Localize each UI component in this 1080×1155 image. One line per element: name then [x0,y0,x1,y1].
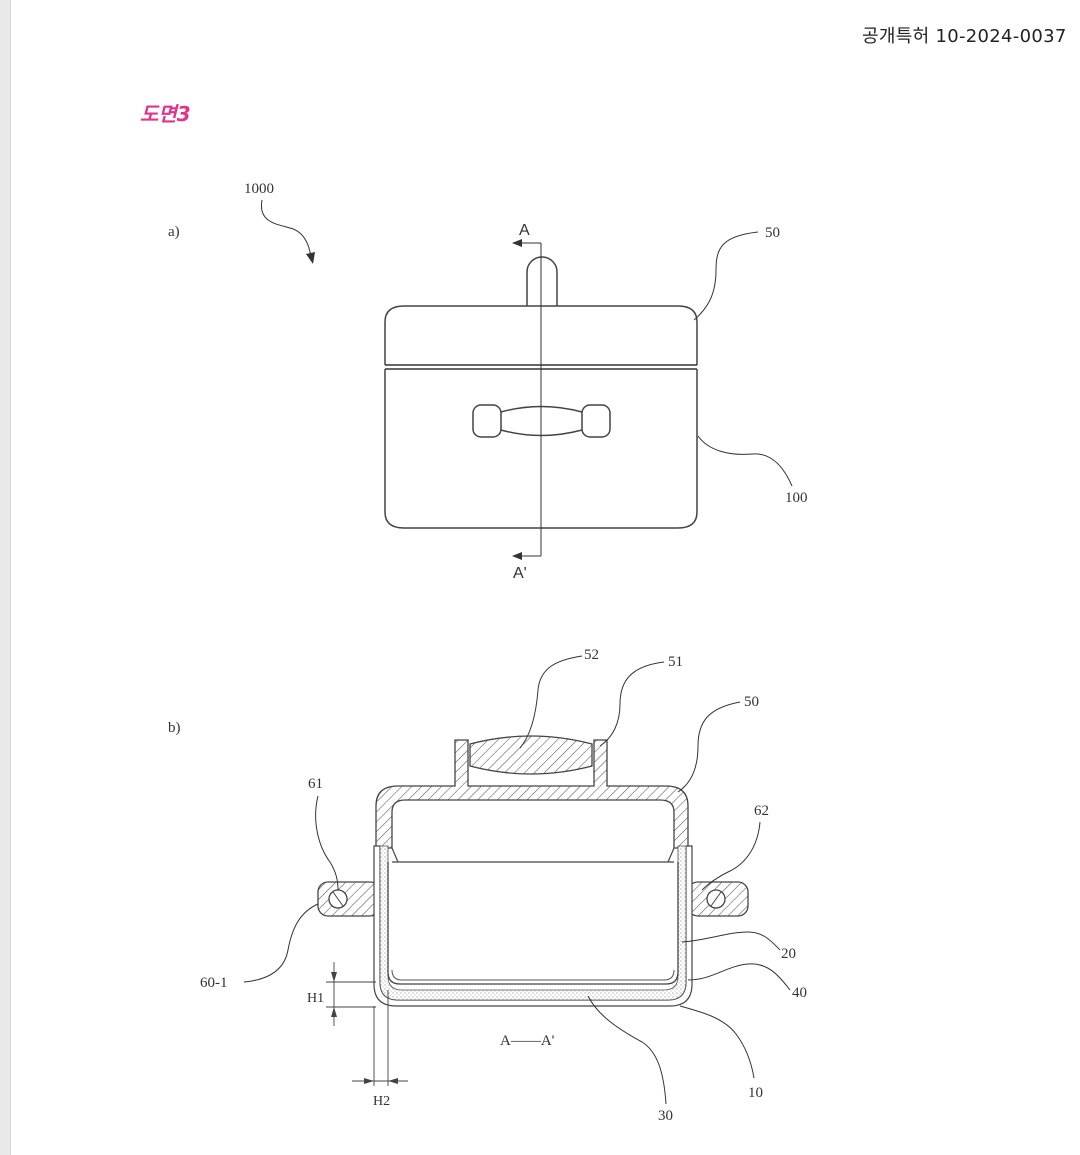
figure-a: a) 1000 A A' 50 100 [168,181,808,582]
lid-knob-outline [526,256,558,306]
front-handle-left-grip [472,404,502,438]
publication-number: 공개특허 10-2024-0037 [862,26,1067,47]
figure-b: b) H1 H2 [168,647,807,1124]
side-handle-left [317,881,381,917]
ref-50-leader-b [677,701,741,793]
ref-1000-label: 1000 [244,181,274,197]
section-label-a: A [519,222,530,239]
section-arrow-top [512,239,522,247]
ref-100-label: 100 [785,490,808,506]
drawing-title: 도면3 [140,102,191,126]
ref-62-leader [701,821,761,891]
ref-51-leader [599,661,665,747]
ref-10-leader [679,1005,755,1079]
viewer-left-edge [0,0,11,1155]
h2-label: H2 [373,1094,390,1109]
ref-1000-arrowhead [306,252,315,264]
ref-1000-leader [260,199,313,263]
ref-50-label-b: 50 [744,694,759,710]
ref-10-label: 10 [748,1085,763,1101]
ref-60-1-label: 60-1 [200,975,228,991]
section-label-a-prime: A' [513,565,527,582]
ref-51-label: 51 [668,654,683,670]
ref-62-label: 62 [754,803,769,819]
ref-61-label: 61 [308,776,323,792]
figure-a-label: a) [168,224,180,240]
ref-20-label: 20 [781,946,796,962]
section-arrow-bottom [512,552,522,560]
ref-50-label-a: 50 [765,225,780,241]
ref-61-leader [315,795,339,891]
inner-vessel-20 [387,862,679,985]
ref-20-leader [681,931,781,951]
ref-30-leader [587,995,667,1105]
knob-cross-section [469,735,593,775]
figure-b-label: b) [168,720,181,736]
ref-52-leader [519,655,583,749]
section-caption: A——A' [500,1033,555,1049]
front-handle-right-grip [581,404,611,438]
ref-60-1-leader [243,903,319,983]
lid-cross-section [375,739,689,849]
outer-wall-10 [373,845,693,1007]
ref-100-leader [697,435,793,487]
ref-52-label: 52 [584,647,599,663]
ref-30-label: 30 [658,1108,673,1124]
ref-40-leader [687,963,791,991]
h1-label: H1 [307,991,324,1006]
insulation-layer-40 [379,845,687,1001]
ref-50-leader-a [693,231,759,321]
ref-40-label: 40 [792,985,807,1001]
